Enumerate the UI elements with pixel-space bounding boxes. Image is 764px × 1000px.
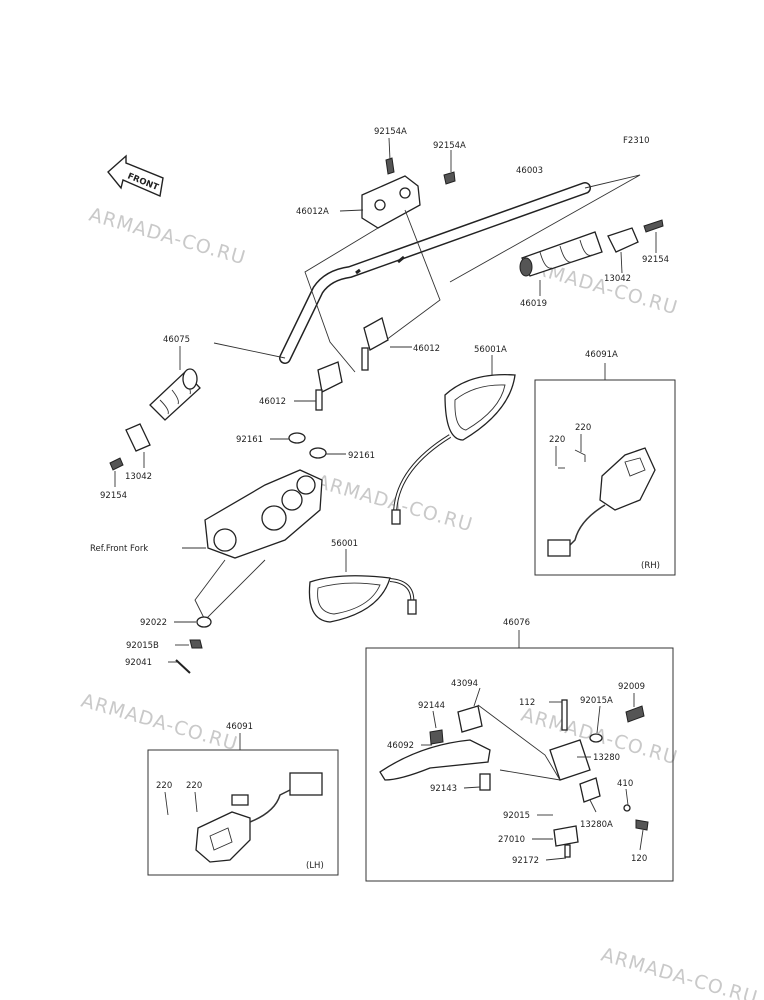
watermark: ARMADA-CO.RU: [79, 690, 241, 756]
part-label: 92015B: [126, 641, 159, 651]
watermark: ARMADA-CO.RU: [599, 944, 761, 1000]
part-label: 46012: [259, 397, 286, 407]
part-label: 46076: [503, 618, 530, 628]
part-label: 92154: [100, 491, 127, 501]
part-label: 46092: [387, 741, 414, 751]
part-label: 92154A: [374, 127, 407, 137]
part-label: 56001: [331, 539, 358, 549]
part-label: 13280A: [580, 820, 613, 830]
part-label: 46003: [516, 166, 543, 176]
part-label: 92041: [125, 658, 152, 668]
part-label: 410: [617, 779, 633, 789]
grip-rh-46019: [519, 219, 664, 296]
part-label: 92144: [418, 701, 445, 711]
mirror-56001A: [391, 355, 516, 525]
triple-clamp: [168, 469, 323, 674]
clamp-46012A: [304, 137, 456, 373]
part-label: 92022: [140, 618, 167, 628]
part-label: 46012A: [296, 207, 329, 217]
part-label: 13042: [604, 274, 631, 284]
diagram-code: F2310: [623, 136, 650, 146]
part-label: 46075: [163, 335, 190, 345]
part-label: 46091A: [585, 350, 618, 360]
ref-front-fork-label: Ref.Front Fork: [90, 544, 148, 554]
box-label-lh: (LH): [306, 861, 324, 871]
part-label: 27010: [498, 835, 525, 845]
part-label: 92154A: [433, 141, 466, 151]
part-label: 13042: [125, 472, 152, 482]
part-label: 92143: [430, 784, 457, 794]
part-label: 92015: [503, 811, 530, 821]
part-label: 112: [519, 698, 535, 708]
handlebar-46003: [279, 174, 641, 364]
part-label: 13280: [593, 753, 620, 763]
part-label: 220: [549, 435, 565, 445]
holder-46012: [270, 317, 412, 459]
part-label: 220: [575, 423, 591, 433]
part-label: 46091: [226, 722, 253, 732]
part-label: 43094: [451, 679, 478, 689]
switch-lh-46091: [147, 733, 339, 876]
front-arrow-icon: FRONT: [107, 154, 164, 197]
part-label: 220: [186, 781, 202, 791]
part-label: 92172: [512, 856, 539, 866]
grip-lh-46075: [109, 342, 286, 487]
part-labels: 92154A 92154A 46003 46012A 46019 13042 9…: [90, 127, 669, 871]
part-label: 92009: [618, 682, 645, 692]
mirror-56001: [308, 549, 417, 623]
part-label: 92161: [236, 435, 263, 445]
part-label: 92154: [642, 255, 669, 265]
part-label: 92015A: [580, 696, 613, 706]
lever-assembly-46076: [365, 630, 674, 882]
part-label: 120: [631, 854, 647, 864]
switch-rh-46091A: [534, 363, 676, 576]
box-label-rh: (RH): [641, 561, 660, 571]
part-label: 92161: [348, 451, 375, 461]
part-label: 220: [156, 781, 172, 791]
part-label: 56001A: [474, 345, 507, 355]
part-label: 46012: [413, 344, 440, 354]
part-label: 46019: [520, 299, 547, 309]
watermark: ARMADA-CO.RU: [87, 204, 249, 270]
